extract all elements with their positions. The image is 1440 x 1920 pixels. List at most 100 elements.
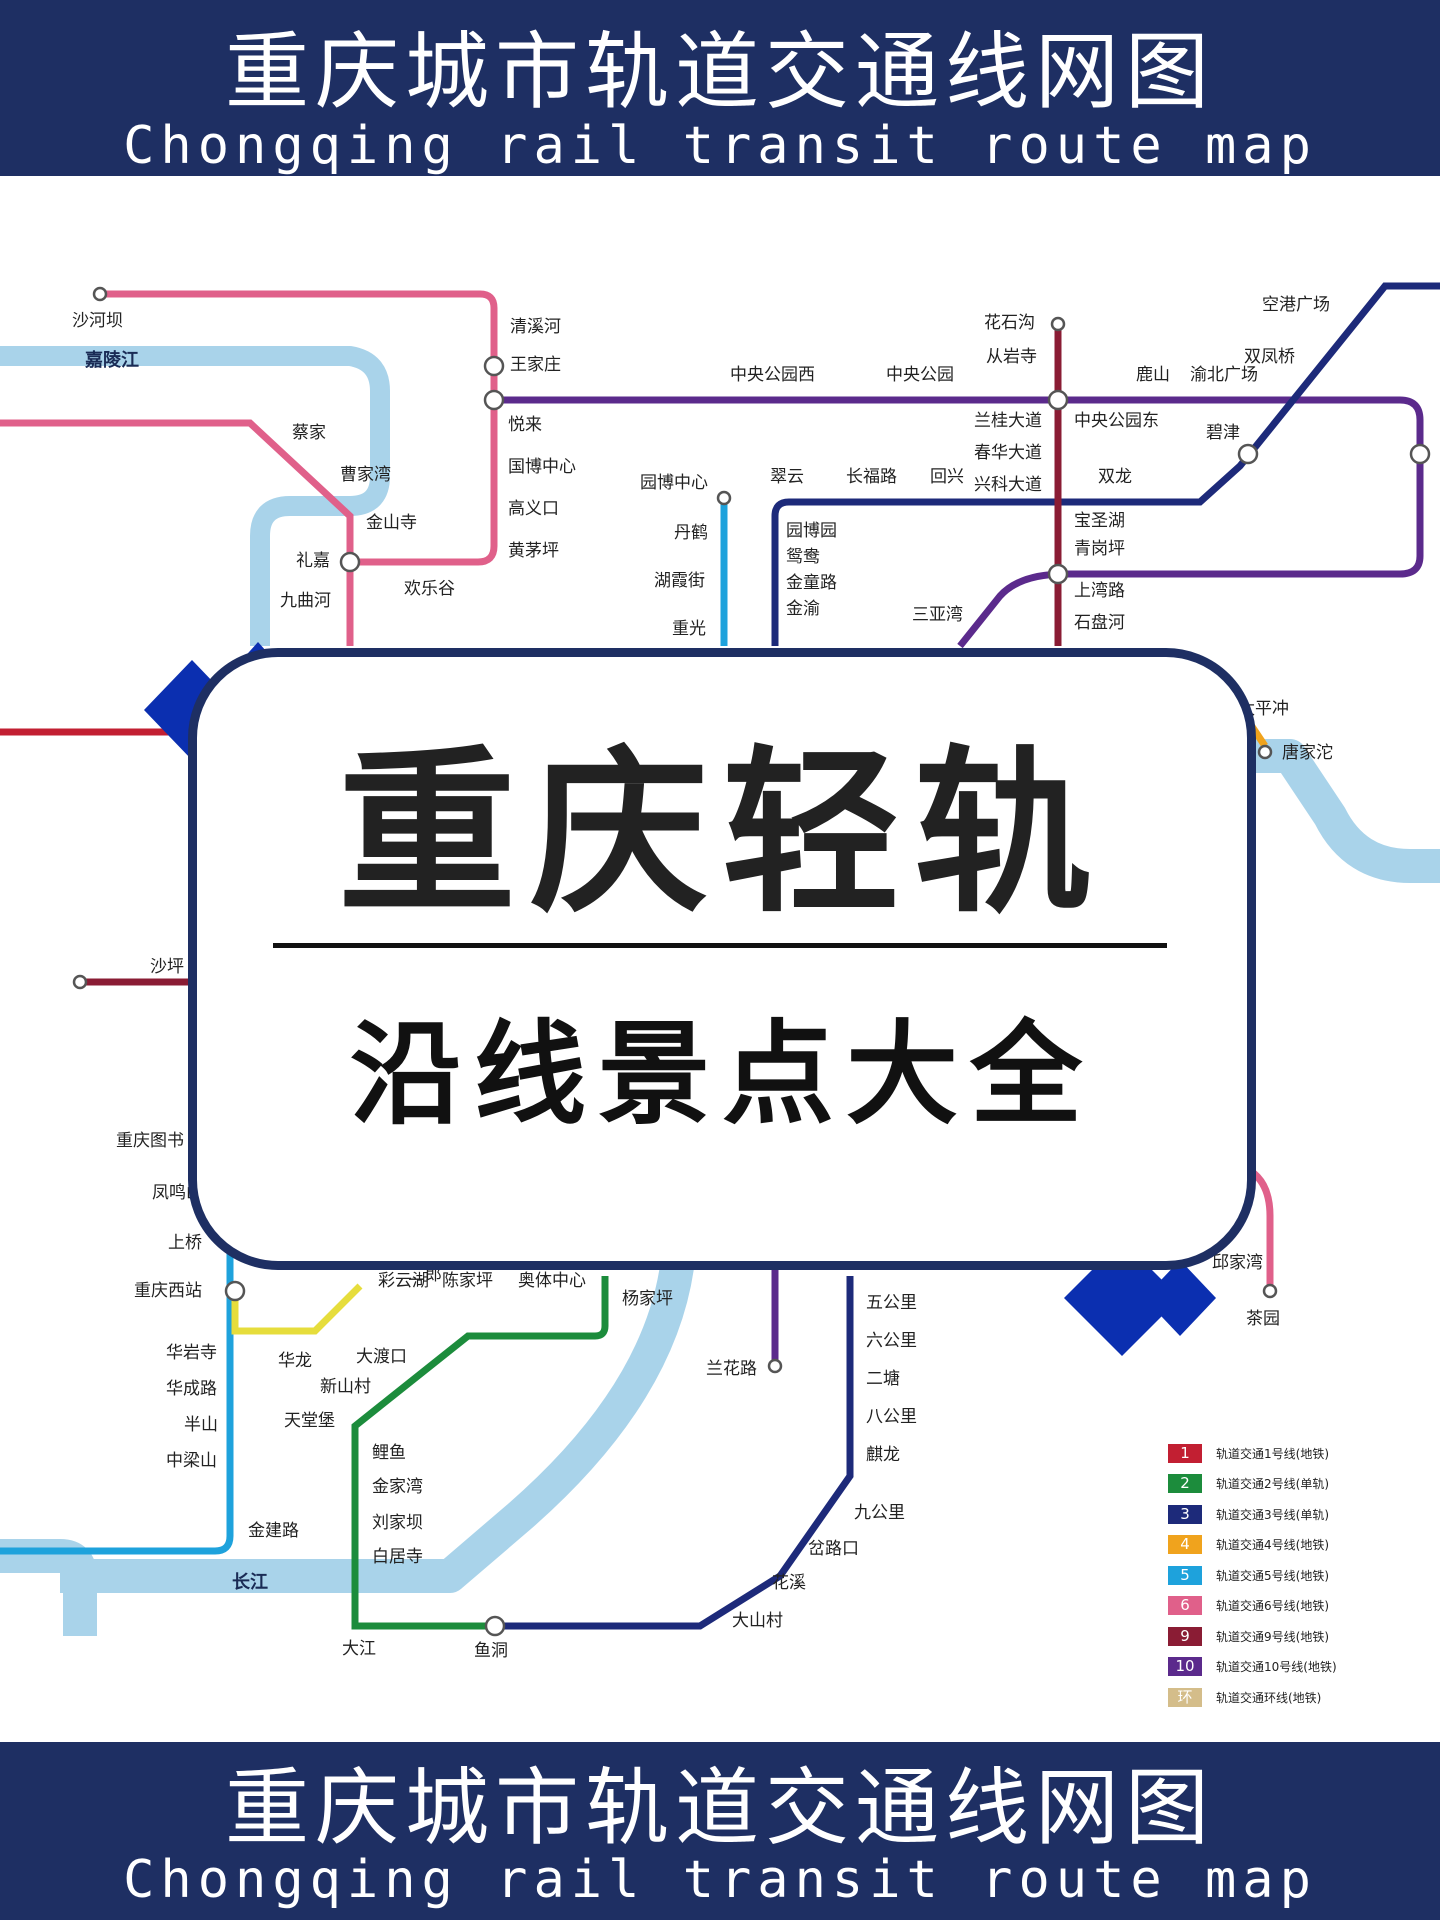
legend-badge: 10 — [1168, 1657, 1202, 1677]
station-label: 六公里 — [866, 1331, 917, 1351]
station-label: 华龙 — [278, 1351, 312, 1371]
station-label: 岔路口 — [808, 1539, 859, 1559]
station-label: 二塘 — [866, 1369, 900, 1389]
station-label: 五公里 — [866, 1293, 917, 1313]
station-label: 双龙 — [1098, 467, 1132, 487]
legend-item: 4 轨道交通4号线(地铁) — [1168, 1530, 1408, 1561]
footer-title-en: Chongqing rail transit route map — [123, 1850, 1317, 1910]
station-label: 中梁山 — [166, 1451, 217, 1471]
station-label: 丹鹤 — [674, 523, 708, 543]
station-label: 金渝 — [786, 599, 820, 619]
station-label: 九公里 — [854, 1503, 905, 1523]
legend-badge: 4 — [1168, 1535, 1202, 1555]
station-label: 九曲河 — [280, 591, 331, 611]
station-label: 重庆图书 — [116, 1131, 184, 1151]
station-label: 高义口 — [508, 499, 559, 519]
station-label: 二郎 — [408, 1265, 442, 1285]
station-label: 湖霞街 — [654, 571, 705, 591]
station-label: 欢乐谷 — [404, 579, 455, 599]
station-label: 长福路 — [846, 467, 897, 487]
station-label: 金山寺 — [366, 513, 417, 533]
station-label: 国博中心 — [508, 457, 576, 477]
station-label: 鸳鸯 — [786, 547, 820, 567]
station-label: 八公里 — [866, 1407, 917, 1427]
transit-map: 嘉陵江 长江 沙河坝 清溪河 王家庄 悦来 国博中心 高义口 黄茅坪 蔡家 曹家… — [0, 282, 1440, 1661]
station-label: 春华大道 — [974, 443, 1042, 463]
station-label: 兰桂大道 — [974, 411, 1042, 431]
station-label: 双凤桥 — [1244, 347, 1295, 367]
legend-label: 轨道交通4号线(地铁) — [1216, 1538, 1329, 1553]
station-label: 翠云 — [770, 467, 804, 487]
station-markers — [72, 286, 1431, 1637]
station-label: 大江 — [342, 1639, 376, 1659]
card-divider — [273, 943, 1167, 948]
station-label: 重庆西站 — [134, 1281, 202, 1301]
station-label: 悦来 — [508, 415, 542, 435]
station-label: 鲤鱼 — [372, 1443, 406, 1463]
legend-badge: 6 — [1168, 1596, 1202, 1616]
station-label: 金建路 — [248, 1521, 299, 1541]
station-label: 兴科大道 — [974, 475, 1042, 495]
legend-badge: 2 — [1168, 1474, 1202, 1494]
station-label: 礼嘉 — [296, 551, 330, 571]
station-label: 重光 — [672, 619, 706, 639]
station-label: 中央公园 — [886, 365, 954, 385]
station-label: 唐家沱 — [1282, 742, 1333, 763]
station-label: 上桥 — [168, 1233, 202, 1253]
legend-label: 轨道交通3号线(单轨) — [1216, 1507, 1329, 1522]
line-9 — [80, 324, 1062, 986]
legend-badge: 3 — [1168, 1504, 1202, 1524]
station-label: 园博中心 — [640, 473, 708, 493]
legend-badge: 9 — [1168, 1626, 1202, 1646]
legend-badge: 环 — [1168, 1687, 1202, 1707]
station-label: 沙坪 — [150, 957, 184, 977]
station-label: 园博园 — [786, 521, 837, 541]
station-label: 上湾路 — [1074, 581, 1125, 601]
station-label: 新山村 — [320, 1377, 371, 1397]
card-subtitle: 沿线景点大全 — [350, 1010, 1094, 1140]
station-label: 天堂堡 — [284, 1411, 335, 1431]
footer-band: 重庆城市轨道交通线网图 Chongqing rail transit route… — [0, 1742, 1440, 1920]
station-label: 曹家湾 — [340, 465, 391, 485]
station-label: 茶园 — [1246, 1309, 1280, 1329]
header-band: 重庆城市轨道交通线网图 Chongqing rail transit route… — [0, 0, 1440, 176]
legend-item: 环轨道交通环线(地铁) — [1168, 1682, 1408, 1713]
river-label-jialing: 嘉陵江 — [84, 349, 139, 371]
station-label: 回兴 — [930, 467, 964, 487]
legend-badge: 1 — [1168, 1443, 1202, 1463]
station-label: 三亚湾 — [912, 605, 963, 625]
station-label: 沙河坝 — [72, 311, 123, 331]
legend-label: 轨道交通6号线(地铁) — [1216, 1599, 1329, 1614]
station-label: 中央公园西 — [730, 365, 815, 385]
station-label: 彩云湖 — [378, 1271, 429, 1291]
station-label: 华成路 — [166, 1379, 217, 1399]
line-5 — [0, 498, 728, 1555]
station-label: 邱家湾 — [1212, 1253, 1263, 1273]
station-labels: 沙河坝 清溪河 王家庄 悦来 国博中心 高义口 黄茅坪 蔡家 曹家湾 金山寺 礼… — [72, 295, 1333, 1661]
station-label: 大渡口 — [356, 1347, 407, 1367]
station-label: 石盘河 — [1074, 613, 1125, 633]
line-10 — [494, 396, 1424, 1366]
legend-label: 轨道交通1号线(地铁) — [1216, 1446, 1329, 1461]
station-label: 刘家坝 — [372, 1513, 423, 1533]
footer-title-zh: 重庆城市轨道交通线网图 — [224, 1759, 1215, 1857]
header-title-zh: 重庆城市轨道交通线网图 — [224, 23, 1215, 121]
header-title-en: Chongqing rail transit route map — [123, 116, 1317, 176]
legend-label: 轨道交通环线(地铁) — [1216, 1690, 1322, 1705]
station-label: 宝圣湖 — [1074, 511, 1125, 531]
legend-badge: 5 — [1168, 1565, 1202, 1585]
station-label: 兰花路 — [706, 1359, 757, 1379]
station-label: 杨家坪 — [622, 1289, 673, 1309]
title-card: 重庆轻轨 沿线景点大全 — [188, 648, 1256, 1270]
station-label: 王家庄 — [510, 355, 561, 375]
station-label: 半山 — [184, 1415, 218, 1435]
station-label: 清溪河 — [510, 317, 561, 337]
legend-item: 6 轨道交通6号线(地铁) — [1168, 1591, 1408, 1622]
line-2 — [351, 1276, 609, 1630]
station-label: 碧津 — [1206, 423, 1240, 443]
